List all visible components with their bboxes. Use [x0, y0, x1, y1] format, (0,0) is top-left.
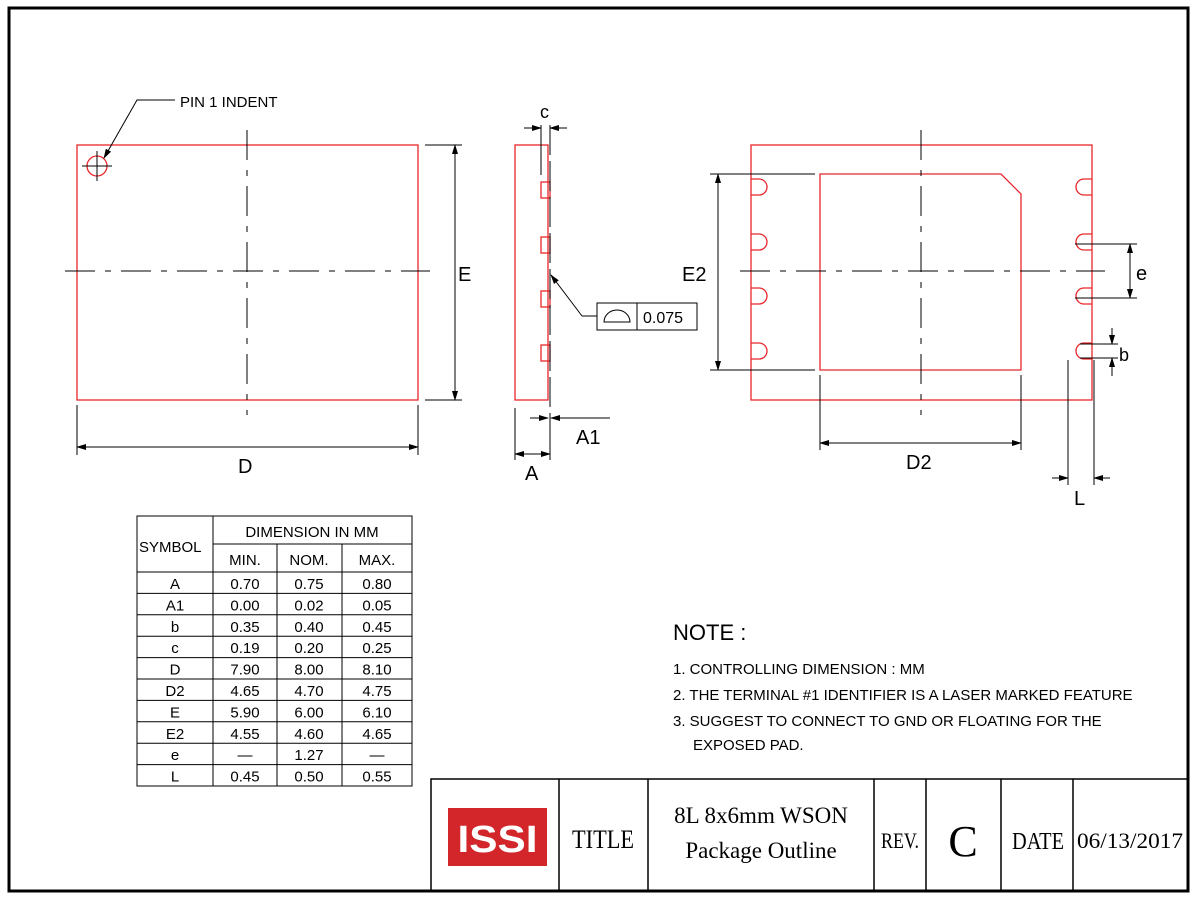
note-2: 2. THE TERMINAL #1 IDENTIFIER IS A LASER…: [673, 687, 1133, 704]
table-cell-symbol: A1: [166, 597, 184, 614]
dim-D-label: D: [238, 456, 252, 478]
table-cell-nom: 8.00: [294, 662, 323, 679]
terminal-pad: [1075, 342, 1092, 360]
note-3: 3. SUGGEST TO CONNECT TO GND OR FLOATING…: [673, 713, 1102, 730]
dim-D2-label: D2: [906, 452, 932, 474]
col-min: MIN.: [229, 552, 261, 569]
table-cell-min: 7.90: [230, 662, 259, 679]
table-cell-nom: 0.50: [294, 769, 323, 786]
pin1-label: PIN 1 INDENT: [180, 94, 278, 111]
table-cell-nom: 6.00: [294, 704, 323, 721]
bottom-view: E2 e b D2 L: [682, 130, 1147, 510]
dim-L-label: L: [1074, 488, 1085, 510]
title-label: TITLE: [572, 825, 634, 854]
notes-heading: NOTE :: [673, 620, 746, 645]
table-cell-max: 4.75: [362, 683, 391, 700]
terminal-pad: [751, 178, 768, 196]
table-cell-symbol: D: [170, 662, 181, 679]
table-cell-nom: 0.02: [294, 597, 323, 614]
note-1: 1. CONTROLLING DIMENSION : MM: [673, 661, 925, 678]
table-cell-max: 0.25: [362, 640, 391, 657]
table-cell-min: 0.70: [230, 576, 259, 593]
table-cell-symbol: E2: [166, 726, 184, 743]
rev-label: REV.: [881, 828, 919, 853]
terminal-pad: [1075, 178, 1092, 196]
table-cell-symbol: e: [171, 747, 179, 764]
table-cell-symbol: c: [171, 640, 179, 657]
table-cell-min: 0.35: [230, 619, 259, 636]
table-cell-nom: 0.20: [294, 640, 323, 657]
col-nom: NOM.: [289, 552, 328, 569]
table-cell-max: 0.55: [362, 769, 391, 786]
dim-E2-label: E2: [682, 264, 706, 286]
table-cell-symbol: A: [170, 576, 180, 593]
exposed-pad: [819, 173, 1022, 371]
terminal-pad: [751, 342, 768, 360]
table-cell-min: 0.00: [230, 597, 259, 614]
table-cell-nom: 0.75: [294, 576, 323, 593]
table-cell-min: 0.19: [230, 640, 259, 657]
table-cell-min: 4.65: [230, 683, 259, 700]
title-line1: 8L 8x6mm WSON: [674, 803, 848, 828]
table-cell-min: —: [238, 747, 253, 764]
col-max: MAX.: [359, 552, 396, 569]
dim-c-label: c: [540, 102, 549, 122]
notes: NOTE : 1. CONTROLLING DIMENSION : MM 2. …: [673, 620, 1133, 754]
table-cell-max: 6.10: [362, 704, 391, 721]
table-cell-min: 0.45: [230, 769, 259, 786]
table-cell-nom: 4.60: [294, 726, 323, 743]
package-body-side: [514, 144, 549, 401]
date-label: DATE: [1012, 829, 1064, 855]
coplanarity-frame: [596, 302, 698, 331]
terminal-pad: [1075, 233, 1092, 251]
table-cell-max: 8.10: [362, 662, 391, 679]
terminal-pad: [751, 287, 768, 305]
logo-text: ISSI: [458, 819, 538, 861]
dimension-header: DIMENSION IN MM: [245, 524, 378, 541]
table-cell-max: 4.65: [362, 726, 391, 743]
table-cell-nom: 4.70: [294, 683, 323, 700]
profile-of-surface-icon: [603, 309, 631, 323]
table-cell-max: 0.45: [362, 619, 391, 636]
symbol-header: SYMBOL: [139, 539, 202, 556]
sheet-border: [7, 6, 1190, 893]
issi-logo: ISSI: [448, 808, 547, 866]
top-view: PIN 1 INDENT E D: [65, 94, 471, 478]
table-cell-min: 5.90: [230, 704, 259, 721]
table-cell-max: 0.05: [362, 597, 391, 614]
terminal-pad: [751, 233, 768, 251]
table-cell-symbol: L: [171, 769, 179, 786]
side-view: c 0.075 A A1: [514, 102, 698, 485]
table-cell-max: —: [370, 747, 385, 764]
table-cell-nom: 0.40: [294, 619, 323, 636]
title-block: ISSI TITLE 8L 8x6mm WSON Package Outline…: [430, 778, 1189, 892]
dimension-table: SYMBOL DIMENSION IN MM MIN. NOM. MAX. A 0…: [136, 515, 413, 787]
dim-A-label: A: [525, 463, 539, 485]
coplanarity-value: 0.075: [643, 310, 683, 327]
table-cell-max: 0.80: [362, 576, 391, 593]
table-cell-symbol: b: [171, 619, 179, 636]
note-3-cont: EXPOSED PAD.: [693, 737, 804, 754]
dim-b-label: b: [1119, 345, 1129, 365]
table-cell-symbol: E: [170, 704, 180, 721]
table-cell-nom: 1.27: [294, 747, 323, 764]
rev-value: C: [948, 817, 977, 866]
dim-A1-label: A1: [576, 427, 600, 449]
date-value: 06/13/2017: [1077, 828, 1183, 853]
dim-E-label: E: [458, 264, 471, 286]
terminal-pad: [1075, 287, 1092, 305]
dim-e-label: e: [1136, 263, 1147, 285]
table-cell-symbol: D2: [165, 683, 184, 700]
title-line2: Package Outline: [685, 838, 836, 863]
table-cell-min: 4.55: [230, 726, 259, 743]
